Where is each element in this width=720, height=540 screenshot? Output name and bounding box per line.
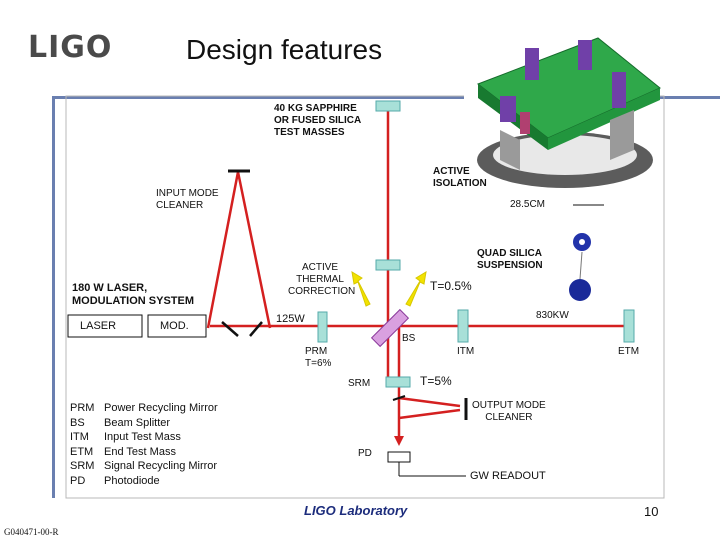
etm-arm-optic: [375, 100, 401, 112]
footer-lab: LIGO Laboratory: [304, 503, 408, 518]
side-rule: [52, 96, 55, 498]
label-power-125: 125W: [276, 313, 305, 325]
imc-mirror-right: [249, 321, 263, 337]
srm-optic: [385, 376, 411, 388]
etm-optic: [623, 309, 635, 343]
omc-beam-1: [398, 396, 461, 408]
ligo-logo: LIGO: [28, 30, 113, 65]
suspension-illustration: [569, 204, 604, 301]
prm-optic: [317, 311, 328, 343]
thermal-arrows: [351, 271, 427, 307]
document-id: G040471-00-R: [4, 527, 59, 537]
label-size: 28.5CM: [510, 199, 546, 210]
label-test-masses: 40 KG SAPPHIRE OR FUSED SILICA TEST MASS…: [274, 103, 362, 138]
label-bs: BS: [402, 333, 416, 344]
label-quad-suspension: QUAD SILICA SUSPENSION: [477, 248, 543, 271]
label-t-itm: T=0.5%: [430, 279, 472, 293]
slide-title: Design features: [186, 34, 383, 65]
label-thermal-correction: ACTIVE THERMAL CORRECTION: [288, 262, 356, 297]
mod-box: [147, 314, 207, 338]
label-gw-readout: GW READOUT: [470, 470, 546, 482]
label-t-srm: T=5%: [420, 374, 452, 388]
label-pd: PD: [358, 448, 372, 459]
isolation-platform-illustration: [464, 18, 661, 198]
suspension-mass-bottom: [569, 279, 591, 301]
pd-arrow: [394, 436, 404, 446]
label-itm: ITM: [457, 346, 475, 357]
itm-arm-optic: [375, 259, 401, 271]
label-input-mode-cleaner: INPUT MODE CLEANER: [156, 188, 219, 211]
label-laser-system: 180 W LASER, MODULATION SYSTEM: [72, 282, 195, 307]
laser-box: [67, 314, 143, 338]
thermal-arrow-right: [405, 271, 427, 307]
laser-box-label: LASER: [80, 320, 117, 332]
label-srm: SRM: [348, 378, 371, 389]
imc-mirror-left: [221, 321, 239, 337]
diagram-frame: [65, 95, 665, 499]
label-active-isolation: ACTIVE ISOLATION: [433, 166, 487, 189]
omc-small-mirror: [392, 395, 406, 401]
label-etm: ETM: [618, 346, 640, 357]
label-prm: PRM T=6%: [305, 346, 332, 369]
itm-optic: [457, 309, 469, 343]
mod-box-label: MOD.: [160, 320, 189, 332]
label-power-830: 830KW: [536, 310, 569, 321]
pd-body: [387, 451, 411, 463]
beam-splitter: [370, 308, 410, 348]
omc-beam-2: [398, 408, 461, 420]
label-output-mode-cleaner: OUTPUT MODE CLEANER: [472, 400, 546, 423]
thermal-arrow-left: [351, 271, 371, 307]
page-number: 10: [644, 504, 659, 519]
header-rule: [52, 96, 720, 99]
